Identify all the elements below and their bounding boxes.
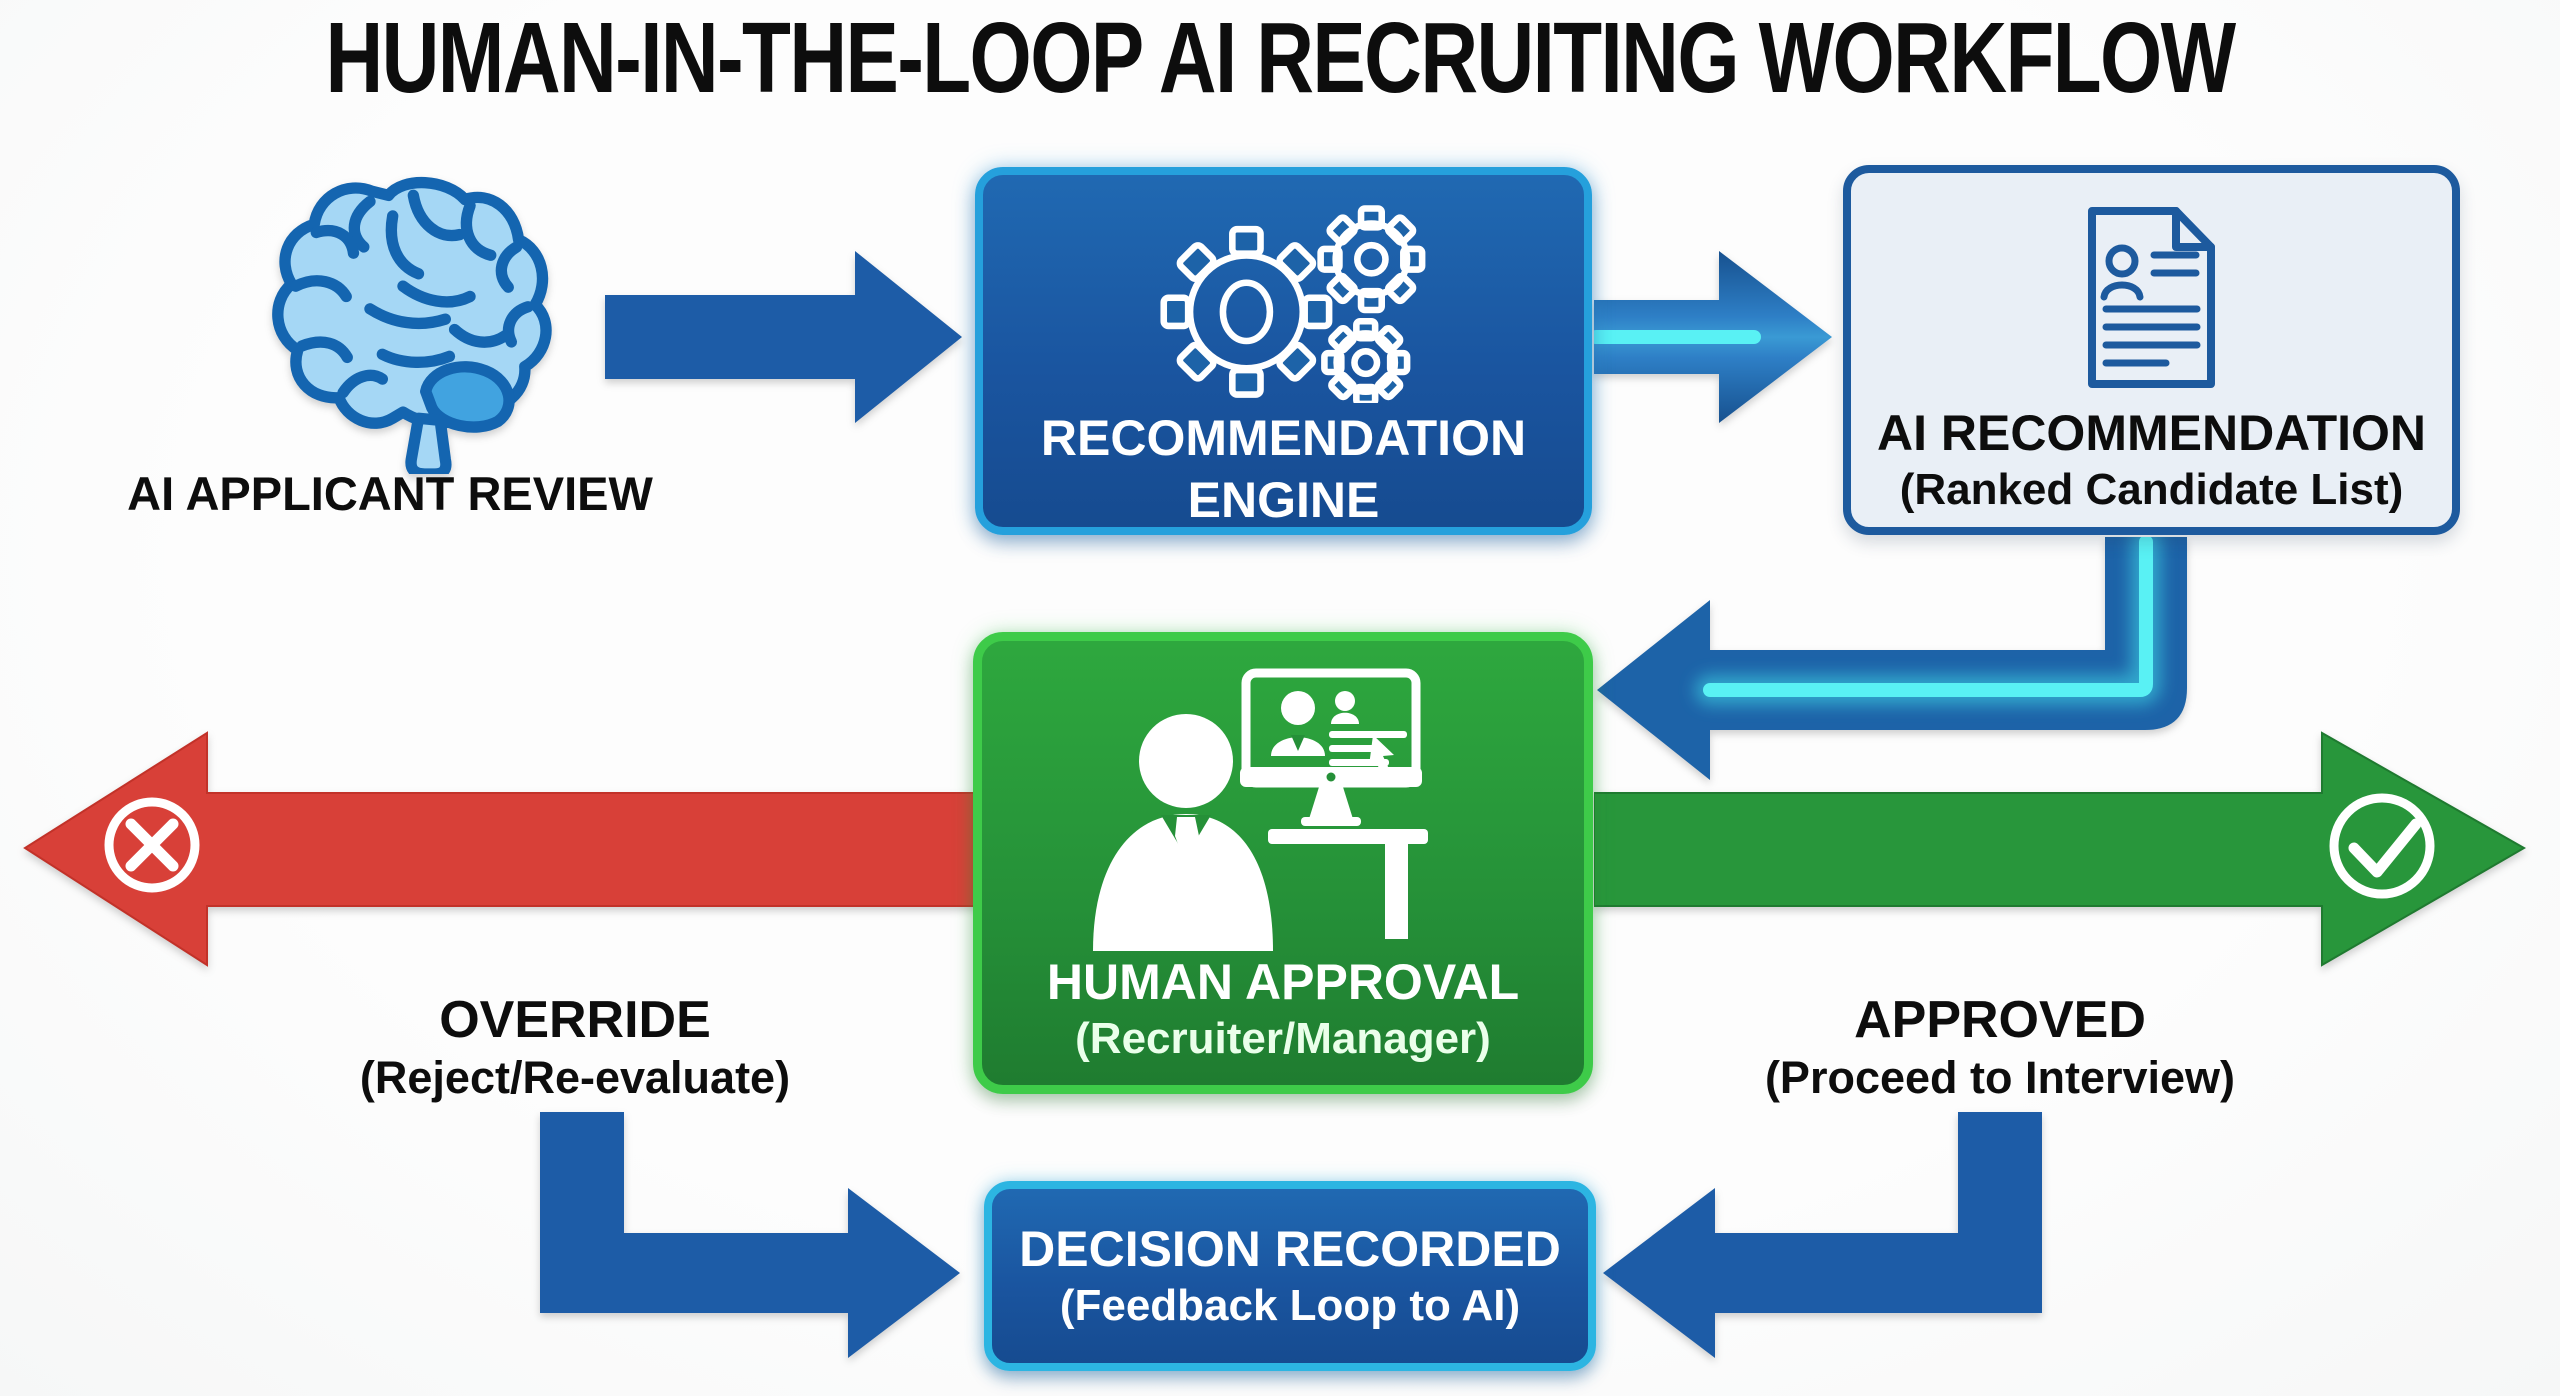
override-label-line1: OVERRIDE — [439, 991, 711, 1049]
human-approval-label-line1: HUMAN APPROVAL — [1046, 954, 1520, 1010]
override-label-line2: (Reject/Re-evaluate) — [359, 1052, 791, 1104]
override-to-decision-arrow — [540, 1112, 960, 1358]
approved-label: APPROVED (Proceed to Interview) — [1740, 990, 2260, 1104]
flow-arrow-review-to-engine — [605, 251, 962, 423]
decision-label-line1: DECISION RECORDED — [1019, 1221, 1561, 1278]
ai-recommendation-box: AI RECOMMENDATION (Ranked Candidate List… — [1843, 165, 2460, 535]
resume-document-icon — [2088, 207, 2215, 388]
override-arrow — [23, 731, 984, 967]
approved-to-decision-arrow — [1603, 1112, 2042, 1358]
circled-x-icon — [104, 797, 200, 893]
human-approval-label-line2: (Recruiter/Manager) — [1075, 1014, 1491, 1063]
ai-recommendation-label-line2: (Ranked Candidate List) — [1899, 465, 2404, 514]
approved-label-line1: APPROVED — [1854, 991, 2146, 1049]
gears-icon — [1159, 205, 1425, 403]
engine-label-line1: RECOMMENDATION — [1040, 410, 1527, 466]
flow-arrow-recommendation-to-approval — [1597, 537, 2187, 780]
brain-icon — [272, 177, 552, 474]
flow-arrow-engine-to-recommendation — [1594, 251, 1832, 423]
recommendation-engine-box: RECOMMENDATION ENGINE — [975, 167, 1592, 535]
recruiter-at-desk-icon — [1093, 668, 1428, 951]
override-label: OVERRIDE (Reject/Re-evaluate) — [315, 990, 835, 1104]
approved-label-line2: (Proceed to Interview) — [1764, 1052, 2236, 1104]
engine-label-line2: ENGINE — [1187, 472, 1380, 528]
decision-label-line2: (Feedback Loop to AI) — [1059, 1281, 1521, 1331]
applicant-review-label: AI APPLICANT REVIEW — [127, 467, 653, 520]
ai-recommendation-label-line1: AI RECOMMENDATION — [1876, 405, 2427, 461]
decision-recorded-box: DECISION RECORDED (Feedback Loop to AI) — [984, 1181, 1596, 1371]
circled-check-icon — [2329, 793, 2435, 899]
human-approval-box: HUMAN APPROVAL (Recruiter/Manager) — [973, 632, 1593, 1094]
page-title: HUMAN-IN-THE-LOOP AI RECRUITING WORKFLOW — [325, 2, 2236, 114]
approved-arrow — [1594, 731, 2527, 967]
